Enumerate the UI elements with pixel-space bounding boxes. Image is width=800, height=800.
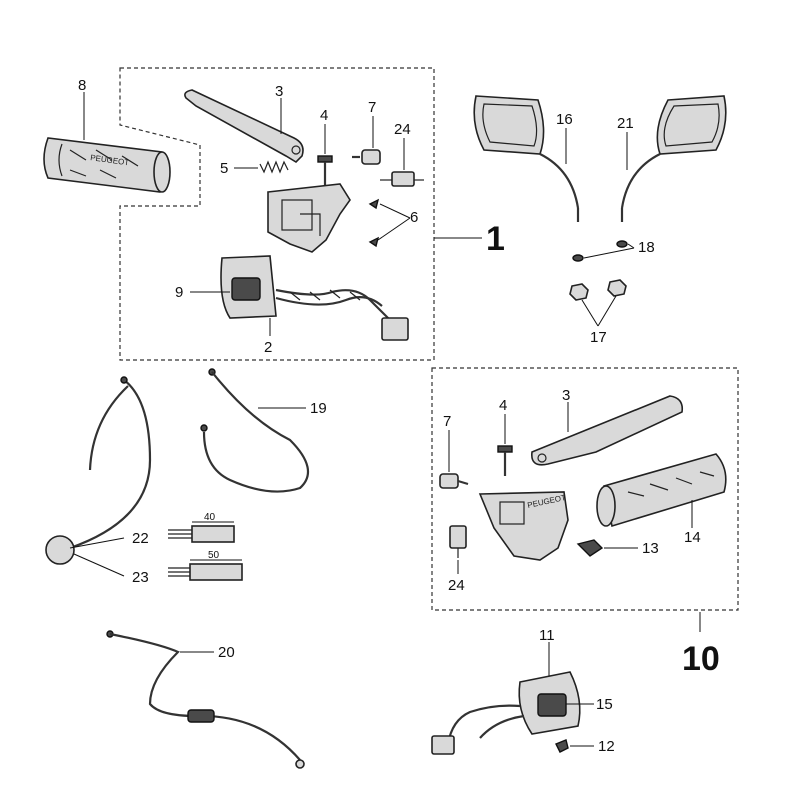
- switch-left: [220, 255, 409, 341]
- label-13: 13: [642, 540, 659, 557]
- label-11: 11: [539, 627, 555, 644]
- lever-right: [531, 395, 684, 466]
- label-14: 14: [684, 529, 701, 546]
- label-21: 21: [617, 115, 634, 132]
- bolt-7b: [439, 473, 469, 489]
- screw-4: [317, 155, 333, 186]
- cable-19: [200, 368, 310, 493]
- label-12: 12: [598, 738, 615, 755]
- label-10: 10: [682, 640, 720, 678]
- screws-6: [368, 198, 380, 248]
- spring-5: [259, 160, 289, 174]
- washers-18: [572, 240, 628, 262]
- lever-housing-right: PEUGEOT: [478, 491, 569, 561]
- label-8: 8: [78, 77, 86, 94]
- lever-left: [184, 89, 304, 164]
- cable-end-40: [168, 521, 235, 543]
- switch-24: [380, 171, 424, 187]
- label-17: 17: [590, 329, 607, 346]
- switch-24b: [449, 525, 467, 558]
- label-24: 24: [394, 121, 411, 138]
- mirror-left: [473, 95, 580, 222]
- label-9: 9: [175, 284, 183, 301]
- bolt-7: [352, 149, 381, 165]
- lever-housing-left: [267, 183, 351, 253]
- cable-22-23: [45, 376, 152, 565]
- label-2: 2: [264, 339, 272, 356]
- cable-20: [106, 630, 305, 769]
- label-19: 19: [310, 400, 327, 417]
- label-23: 23: [132, 569, 149, 586]
- switch-right: [431, 671, 581, 755]
- switch-13: [576, 539, 604, 557]
- label-16: 16: [556, 111, 573, 128]
- dimension-40: 40: [204, 512, 216, 523]
- nuts-17: [569, 279, 627, 301]
- label-3b: 3: [562, 387, 570, 404]
- dimension-50: 50: [208, 550, 220, 561]
- screw-12: [555, 739, 569, 753]
- mirror-right: [620, 95, 727, 222]
- label-1: 1: [486, 220, 505, 258]
- cable-end-50: [168, 559, 243, 581]
- group-box-10: [431, 367, 739, 611]
- label-22: 22: [132, 530, 149, 547]
- label-3: 3: [275, 83, 283, 100]
- label-6: 6: [410, 209, 418, 226]
- grip-right: [596, 453, 727, 528]
- screw-4b: [497, 445, 513, 476]
- label-7b: 7: [443, 413, 451, 430]
- label-4b: 4: [499, 397, 507, 414]
- label-20: 20: [218, 644, 235, 661]
- label-7: 7: [368, 99, 376, 116]
- grip-left: PEUGEOT: [43, 137, 171, 193]
- label-24b: 24: [448, 577, 465, 594]
- label-15: 15: [596, 696, 613, 713]
- label-5: 5: [220, 160, 228, 177]
- label-18: 18: [638, 239, 655, 256]
- group-box-1: [119, 67, 435, 361]
- label-4: 4: [320, 107, 328, 124]
